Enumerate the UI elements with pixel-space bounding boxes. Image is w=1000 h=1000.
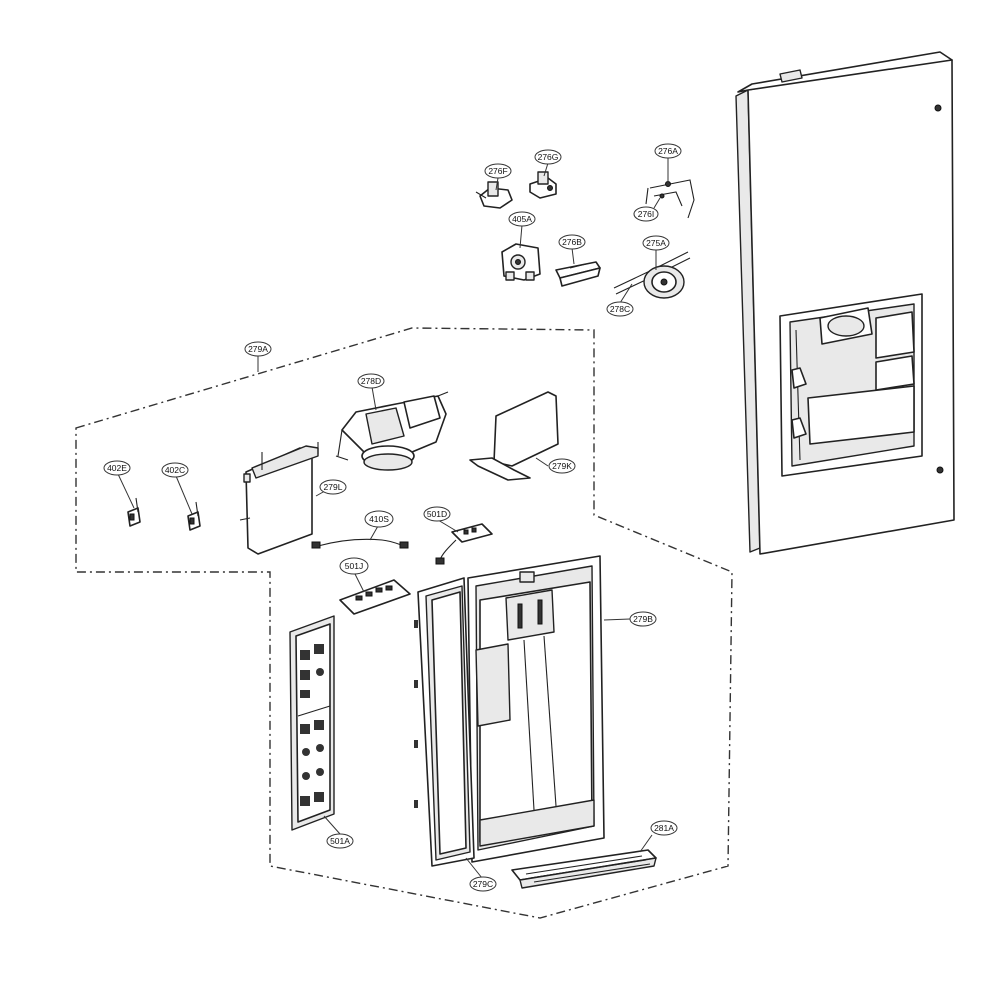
callout-275A: 275A [642, 235, 670, 251]
svg-text:279A: 279A [248, 344, 268, 354]
part-501J [339, 579, 411, 615]
svg-text:405A: 405A [512, 214, 532, 224]
assembly-boundary [75, 327, 733, 919]
refrigerator-door [735, 51, 955, 555]
callout-276I: 276I [633, 206, 659, 222]
callout-276A: 276A [654, 143, 682, 159]
callout-279B: 279B [629, 611, 657, 627]
svg-text:501J: 501J [345, 561, 363, 571]
part-402E [127, 497, 141, 527]
part-279C [414, 577, 475, 867]
svg-text:279L: 279L [324, 482, 343, 492]
svg-text:410S: 410S [369, 514, 389, 524]
callout-410S: 410S [364, 510, 394, 528]
part-275A [613, 251, 691, 299]
part-279B [467, 555, 605, 863]
part-276B [555, 261, 601, 287]
svg-text:276I: 276I [638, 209, 655, 219]
svg-text:278C: 278C [610, 304, 630, 314]
leader-lines [117, 157, 669, 879]
part-281A [511, 849, 657, 889]
callout-278C: 278C [606, 301, 634, 317]
svg-text:281A: 281A [654, 823, 674, 833]
callout-279A: 279A [244, 341, 272, 357]
callout-402C: 402C [161, 462, 189, 478]
part-402C [187, 501, 201, 531]
callout-501D: 501D [423, 506, 451, 522]
callout-279C: 279C [469, 876, 497, 892]
svg-text:276B: 276B [562, 237, 582, 247]
svg-text:501D: 501D [427, 509, 447, 519]
callout-501J: 501J [339, 557, 369, 575]
part-279K [469, 391, 559, 481]
svg-text:275A: 275A [646, 238, 666, 248]
svg-text:276F: 276F [488, 166, 507, 176]
svg-text:501A: 501A [330, 836, 350, 846]
svg-text:402C: 402C [165, 465, 185, 475]
callout-501A: 501A [326, 833, 354, 849]
callout-402E: 402E [103, 460, 131, 476]
svg-text:276A: 276A [658, 146, 678, 156]
svg-text:279B: 279B [633, 614, 653, 624]
part-278D [335, 391, 449, 471]
part-279L [239, 442, 319, 555]
callout-276F: 276F [484, 163, 512, 179]
part-501A [289, 615, 335, 831]
part-276A [645, 179, 695, 219]
part-405A [501, 243, 541, 281]
svg-text:276G: 276G [538, 152, 559, 162]
callout-405A: 405A [508, 211, 536, 227]
part-410S [311, 538, 409, 549]
part-276G [529, 171, 557, 199]
callout-276B: 276B [558, 234, 586, 250]
part-276F [475, 181, 513, 209]
callout-279L: 279L [319, 479, 347, 495]
svg-text:279K: 279K [552, 461, 572, 471]
callout-281A: 281A [650, 820, 678, 836]
svg-text:278D: 278D [361, 376, 381, 386]
svg-text:402E: 402E [107, 463, 127, 473]
part-501D [435, 523, 493, 565]
callout-276G: 276G [534, 149, 562, 165]
callout-279K: 279K [548, 458, 576, 474]
svg-text:279C: 279C [473, 879, 493, 889]
callout-278D: 278D [357, 373, 385, 389]
